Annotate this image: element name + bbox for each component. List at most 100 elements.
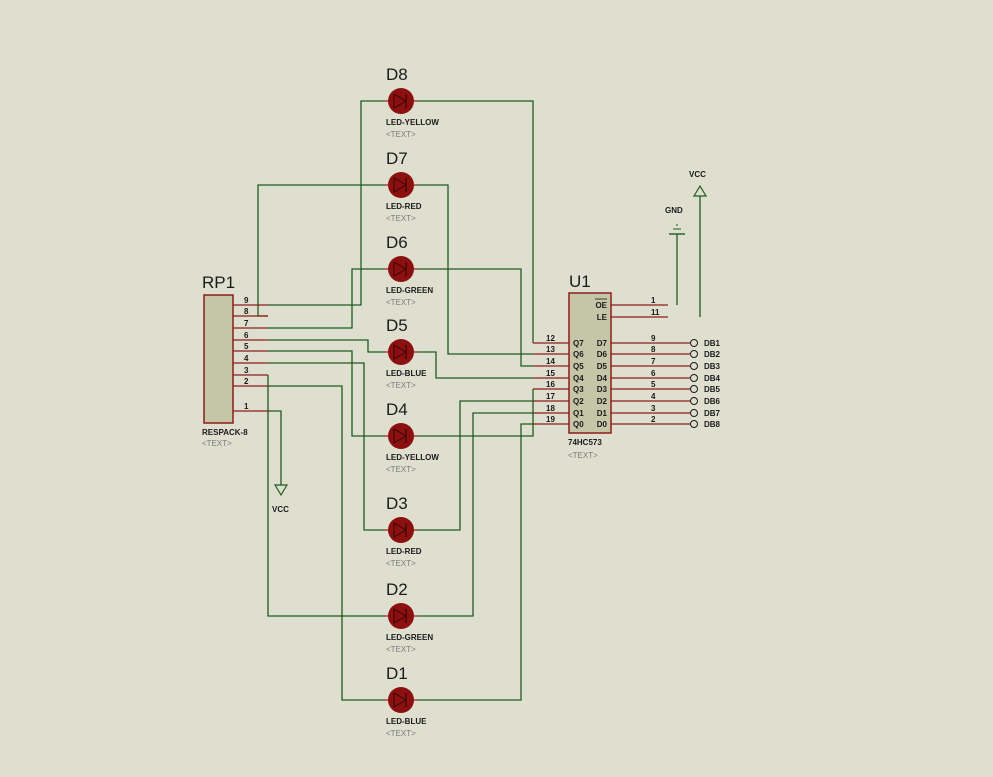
u1-pin-name: Q1 bbox=[573, 409, 584, 418]
net-terminal-icon[interactable] bbox=[690, 374, 698, 382]
u1-pin-name: D5 bbox=[597, 362, 608, 371]
led-refdes: D6 bbox=[386, 233, 408, 252]
rp1-pin-number: 7 bbox=[244, 319, 249, 328]
u1-pin-name: Q4 bbox=[573, 374, 584, 383]
wire-rp2-d1 bbox=[268, 385, 384, 701]
led-text-placeholder: <TEXT> bbox=[386, 729, 416, 738]
led-text-placeholder: <TEXT> bbox=[386, 645, 416, 654]
led-value: LED-YELLOW bbox=[386, 453, 439, 462]
net-label-db6: DB6 bbox=[704, 397, 721, 406]
u1-pin-number: 2 bbox=[651, 415, 656, 424]
net-label-db8: DB8 bbox=[704, 420, 721, 429]
net-label-db5: DB5 bbox=[704, 385, 721, 394]
diode-triangle-icon bbox=[393, 93, 407, 109]
led-body bbox=[388, 172, 414, 198]
net-terminal-icon[interactable] bbox=[690, 397, 698, 405]
u1-pin-name: Q2 bbox=[573, 397, 584, 406]
u1-text-placeholder: <TEXT> bbox=[568, 451, 598, 460]
u1-pin-number: 1 bbox=[651, 296, 656, 305]
u1-pin-number: 9 bbox=[651, 334, 656, 343]
u1-pin-number: 5 bbox=[651, 380, 656, 389]
rp1-pin-number: 4 bbox=[244, 354, 249, 363]
u1-refdes: U1 bbox=[569, 272, 591, 291]
ic-u1[interactable]: U174HC573<TEXT>1OE11LE12Q713Q614Q515Q416… bbox=[533, 272, 721, 460]
led-refdes: D3 bbox=[386, 494, 408, 513]
net-label-db3: DB3 bbox=[704, 362, 721, 371]
wire-rp8-d7 bbox=[257, 184, 384, 317]
wire-rp1-vcc bbox=[268, 410, 282, 485]
u1-pin-number: 17 bbox=[546, 392, 555, 401]
diode-triangle-icon bbox=[393, 344, 407, 360]
rp1-pin-number: 6 bbox=[244, 331, 249, 340]
u1-body bbox=[568, 292, 612, 434]
net-terminal-icon[interactable] bbox=[690, 385, 698, 393]
led-body bbox=[388, 423, 414, 449]
u1-pin-number: 15 bbox=[546, 369, 555, 378]
led-body bbox=[388, 517, 414, 543]
led-body bbox=[388, 88, 414, 114]
u1-pin-number: 19 bbox=[546, 415, 555, 424]
u1-pin-name: D2 bbox=[597, 397, 608, 406]
rp1-refdes: RP1 bbox=[202, 273, 235, 292]
u1-pin-number: 4 bbox=[651, 392, 656, 401]
led-text-placeholder: <TEXT> bbox=[386, 214, 416, 223]
wire-d6-q5 bbox=[418, 268, 533, 367]
rp1-pin-number: 8 bbox=[244, 307, 249, 316]
net-terminal-icon[interactable] bbox=[690, 409, 698, 417]
u1-pin-name: D0 bbox=[597, 420, 608, 429]
wire-d4-q3 bbox=[418, 389, 534, 437]
u1-value: 74HC573 bbox=[568, 438, 602, 447]
net-terminal-icon[interactable] bbox=[690, 350, 698, 358]
wire-d8-q7 bbox=[418, 100, 534, 343]
led-value: LED-BLUE bbox=[386, 717, 427, 726]
wire-rp6-d5 bbox=[268, 339, 384, 353]
net-label-db1: DB1 bbox=[704, 339, 721, 348]
led-value: LED-GREEN bbox=[386, 286, 433, 295]
rp1-pin-number: 9 bbox=[244, 296, 249, 305]
vcc-arrow-icon bbox=[692, 184, 708, 197]
wire-d3-q2 bbox=[418, 400, 533, 531]
u1-pin-number: 6 bbox=[651, 369, 656, 378]
led-text-placeholder: <TEXT> bbox=[386, 298, 416, 307]
u1-pin-number: 16 bbox=[546, 380, 555, 389]
wire-rp3-d2 bbox=[267, 375, 384, 617]
led-refdes: D1 bbox=[386, 664, 408, 683]
rp1-text-placeholder: <TEXT> bbox=[202, 439, 232, 448]
led-value: LED-GREEN bbox=[386, 633, 433, 642]
u1-pin-name: LE bbox=[597, 313, 608, 322]
u1-pin-name: D4 bbox=[597, 374, 608, 383]
net-terminal-icon[interactable] bbox=[690, 420, 698, 428]
wire-d5-q4 bbox=[418, 351, 533, 379]
led-text-placeholder: <TEXT> bbox=[386, 381, 416, 390]
diode-triangle-icon bbox=[393, 608, 407, 624]
led-body bbox=[388, 339, 414, 365]
diode-triangle-icon bbox=[393, 692, 407, 708]
vcc-arrow-down-icon bbox=[273, 484, 289, 497]
led-value: LED-RED bbox=[386, 547, 422, 556]
led-refdes: D5 bbox=[386, 316, 408, 335]
led-value: LED-BLUE bbox=[386, 369, 427, 378]
u1-pin-number: 18 bbox=[546, 404, 555, 413]
components: D8LED-YELLOW<TEXT>D7LED-RED<TEXT>D6LED-G… bbox=[202, 65, 721, 738]
u1-pin-number: 13 bbox=[546, 345, 555, 354]
u1-pin-number: 8 bbox=[651, 345, 656, 354]
u1-pin-name: D7 bbox=[597, 339, 608, 348]
u1-pin-number: 12 bbox=[546, 334, 555, 343]
net-terminal-icon[interactable] bbox=[690, 362, 698, 370]
led-refdes: D2 bbox=[386, 580, 408, 599]
u1-pin-number: 3 bbox=[651, 404, 656, 413]
net-terminal-icon[interactable] bbox=[690, 339, 698, 347]
led-refdes: D8 bbox=[386, 65, 408, 84]
u1-pin-name: Q5 bbox=[573, 362, 584, 371]
u1-pin-name: D3 bbox=[597, 385, 608, 394]
